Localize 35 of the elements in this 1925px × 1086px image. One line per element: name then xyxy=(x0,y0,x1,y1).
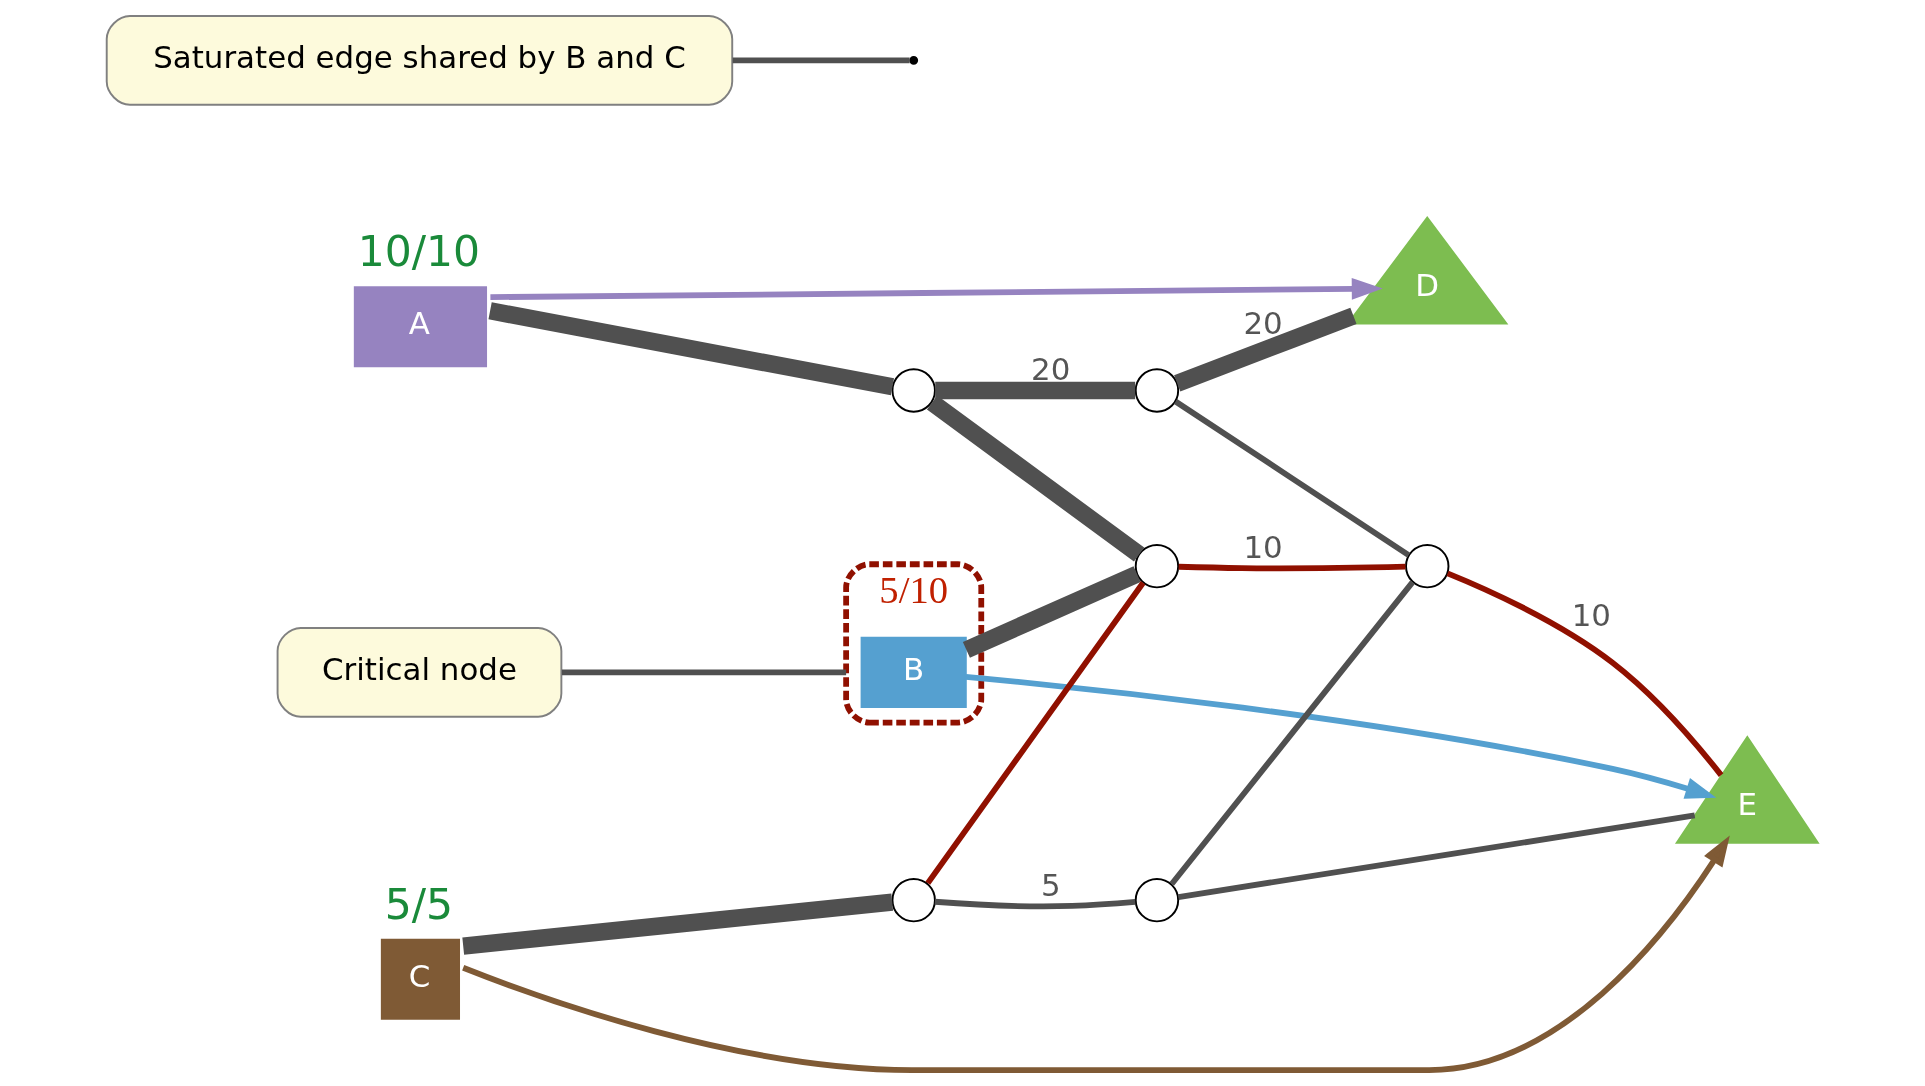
node-box: A xyxy=(353,286,488,368)
connector xyxy=(962,566,1141,658)
node-box: B xyxy=(860,636,967,709)
node-circle xyxy=(891,368,936,413)
node-box: Saturated edge shared by B and C xyxy=(105,15,734,106)
connector xyxy=(1169,580,1415,886)
node-circle xyxy=(1134,368,1180,413)
node-box: Critical node xyxy=(276,626,563,718)
connector xyxy=(1174,307,1357,392)
node-box: C xyxy=(380,938,460,1020)
connector xyxy=(1178,563,1406,572)
edge-label: 20 xyxy=(1243,305,1283,342)
node-circle xyxy=(1134,543,1180,589)
edge-label: 5 xyxy=(1040,866,1061,903)
connector xyxy=(732,57,910,64)
edge-label: 10 xyxy=(1571,596,1612,633)
node-circle xyxy=(1405,543,1450,589)
connector xyxy=(1173,399,1411,558)
node-circle xyxy=(891,877,936,923)
edge-label: 10 xyxy=(1243,529,1283,566)
connector xyxy=(488,302,895,396)
connector xyxy=(1177,812,1696,900)
connector xyxy=(935,381,1136,400)
edge-label: 20 xyxy=(1031,351,1071,388)
node-circle xyxy=(1134,877,1180,923)
arrow xyxy=(462,835,1730,1073)
node-label: 10/10 xyxy=(357,227,481,277)
connector xyxy=(925,581,1146,885)
connector xyxy=(561,669,847,676)
arrow xyxy=(490,278,1383,301)
connector xyxy=(934,898,1136,910)
connector xyxy=(462,893,894,955)
node-label: 5/5 xyxy=(384,879,454,929)
arrow xyxy=(965,673,1717,799)
connector xyxy=(1446,570,1724,777)
